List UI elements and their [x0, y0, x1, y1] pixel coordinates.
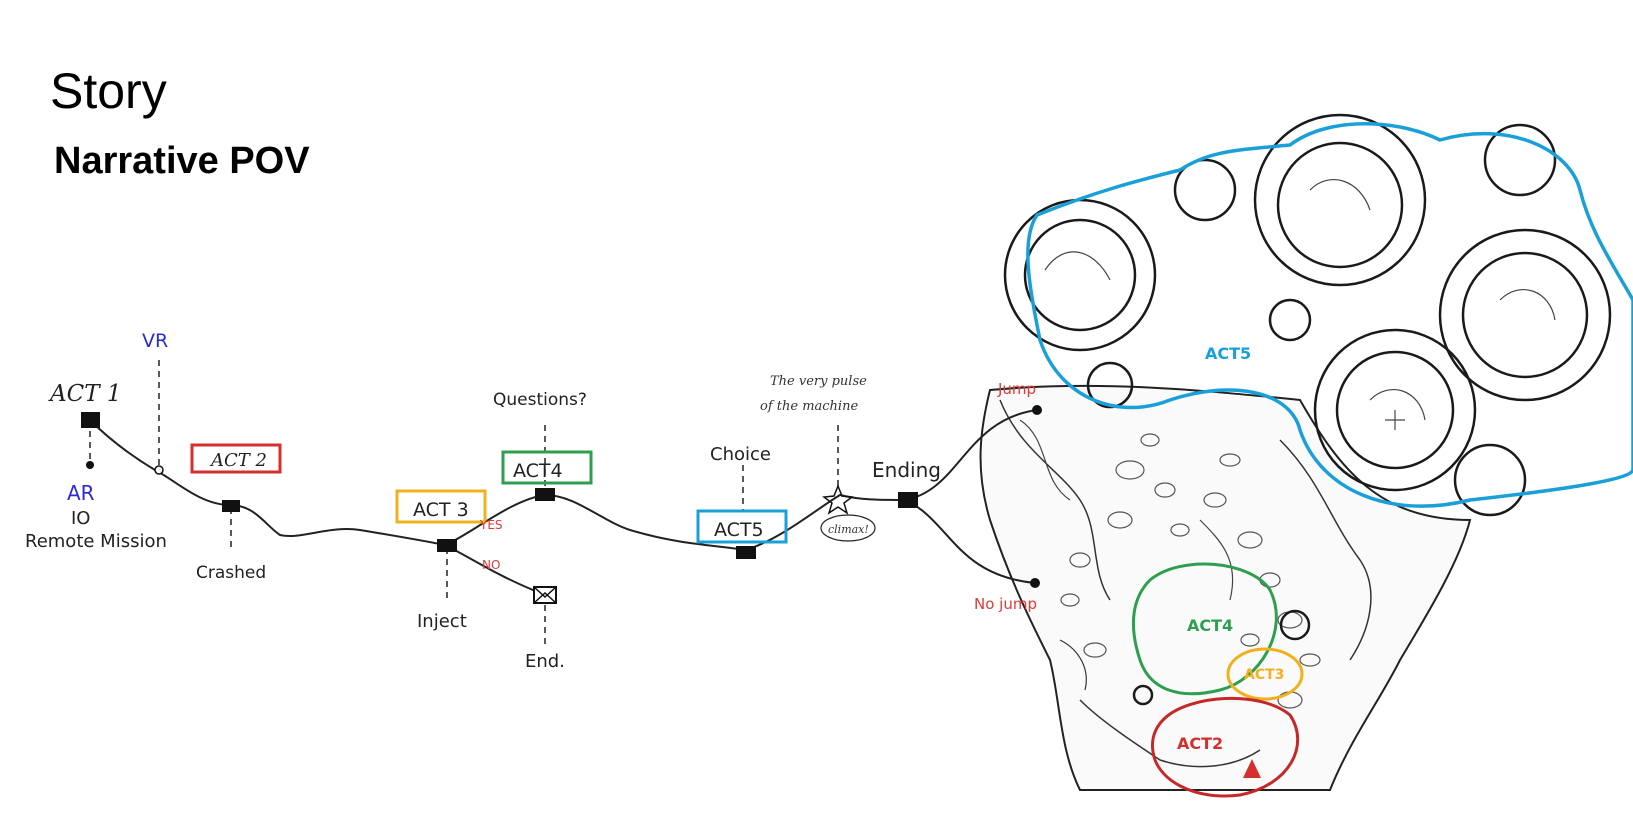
act1-node — [81, 412, 100, 428]
act3-label: ACT 3 — [413, 499, 469, 521]
map-label-act4: ACT4 — [1187, 616, 1233, 635]
map-region-act3 — [1226, 647, 1304, 701]
choice-label: Choice — [710, 444, 771, 465]
ar-label: AR — [67, 481, 95, 505]
timeline: ACT 1 VR AR IO Remote Mission ACT 2 Cras… — [25, 330, 1042, 672]
map-terrain-outline — [979, 384, 1472, 791]
end-label: End. — [525, 651, 565, 672]
yes-label: YES — [479, 518, 503, 532]
map-sketch: ACT5 ACT4 ACT3 ACT2 — [979, 113, 1633, 798]
jump-node — [1032, 405, 1042, 415]
jump-label: Jump — [997, 380, 1036, 398]
remote-mission-label: Remote Mission — [25, 531, 167, 552]
vr-label: VR — [142, 330, 168, 352]
act4-box — [501, 450, 593, 485]
ending-label: Ending — [872, 458, 941, 482]
act3-box — [395, 489, 487, 524]
page-subtitle: Narrative POV — [54, 140, 310, 182]
act2-box — [190, 443, 282, 474]
map-label-act2: ACT2 — [1177, 734, 1223, 753]
no-jump-node — [1030, 578, 1040, 588]
act3-node — [437, 539, 457, 552]
act5-node — [736, 546, 756, 559]
act4-label: ACT4 — [513, 460, 563, 482]
page-title: Story — [50, 63, 167, 119]
no-label: NO — [482, 558, 500, 572]
note-line2: of the machine — [760, 399, 858, 414]
act2-node — [222, 500, 240, 512]
act5-label: ACT5 — [714, 519, 764, 541]
act1-label: ACT 1 — [48, 381, 122, 407]
map-region-act2 — [1151, 697, 1300, 798]
climax-bubble — [820, 514, 876, 542]
climax-star — [822, 483, 854, 515]
crashed-label: Crashed — [196, 563, 266, 583]
ar-node — [86, 461, 94, 469]
io-label: IO — [71, 508, 90, 529]
branch-no-jump — [904, 499, 1036, 584]
branch-jump — [904, 409, 1038, 501]
questions-label: Questions? — [493, 390, 587, 410]
act5-box — [696, 509, 788, 544]
ending-node — [898, 492, 918, 508]
vr-node — [154, 465, 164, 475]
note-line1: The very pulse — [770, 374, 867, 389]
climax-label: climax! — [828, 523, 869, 536]
act4-node — [535, 488, 555, 501]
map-label-act3: ACT3 — [1244, 667, 1284, 683]
no-jump-label: No jump — [974, 595, 1037, 613]
inject-label: Inject — [417, 611, 467, 632]
map-marker-triangle — [1243, 759, 1261, 778]
map-region-act5 — [1026, 122, 1633, 508]
map-label-act5: ACT5 — [1205, 344, 1251, 363]
act2-label: ACT 2 — [209, 450, 267, 471]
